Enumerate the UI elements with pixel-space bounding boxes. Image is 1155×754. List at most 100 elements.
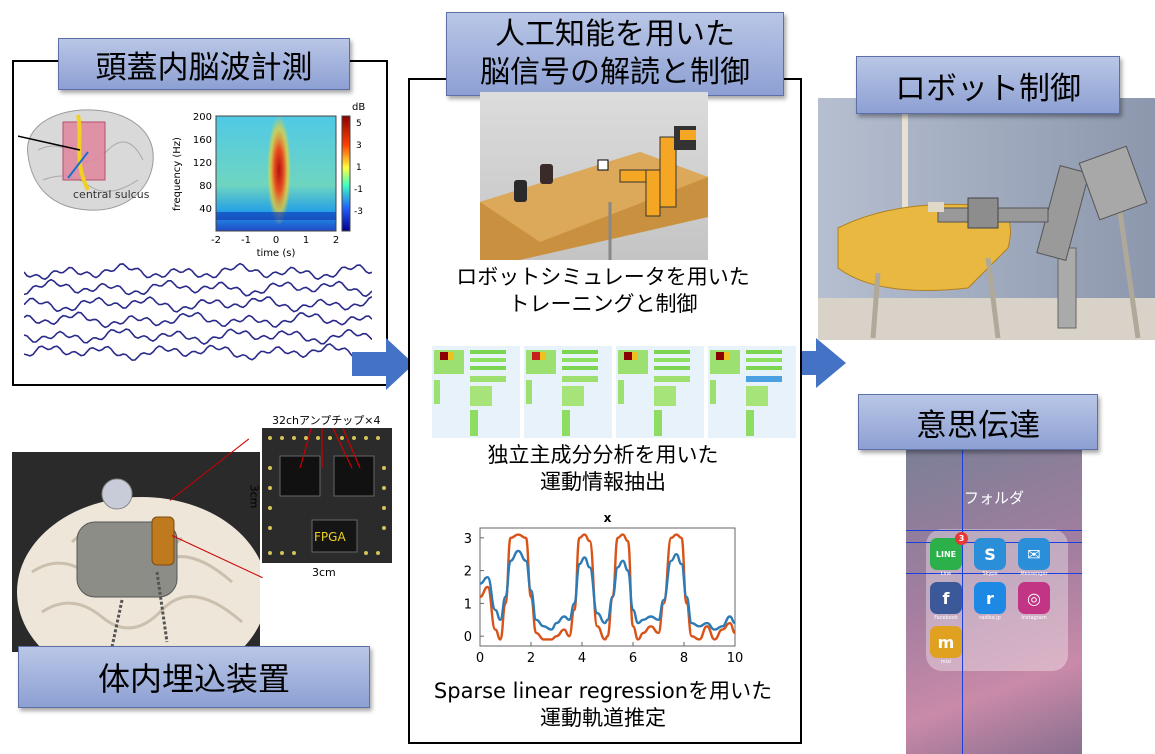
svg-text:-1: -1 bbox=[241, 235, 251, 246]
robot-arm bbox=[1036, 165, 1090, 261]
app-label: radiko.jp bbox=[979, 615, 1001, 621]
colorbar bbox=[341, 115, 351, 232]
chip-label: 32chアンプチップ×4 bbox=[272, 414, 381, 427]
svg-text:160: 160 bbox=[193, 135, 212, 146]
svg-text:-2: -2 bbox=[211, 235, 221, 246]
arrow-right-2 bbox=[778, 338, 846, 388]
app-label: Instagram bbox=[1021, 615, 1047, 621]
fpga-label: FPGA bbox=[314, 530, 346, 544]
y-tick-label: 3 bbox=[464, 532, 472, 547]
svg-text:40: 40 bbox=[199, 204, 212, 215]
grid-line-h3 bbox=[906, 573, 1082, 574]
chip-photo: FPGA bbox=[262, 428, 392, 563]
spectrogram: 200 160 120 80 40 -2 -1 0 1 2 time (s) f… bbox=[172, 102, 365, 259]
eeg-traces bbox=[24, 262, 372, 361]
ai-title: 人工知能を用いた 脳信号の解読と制御 bbox=[446, 12, 784, 96]
arrow-right-1 bbox=[352, 338, 414, 390]
robot-title: ロボット制御 bbox=[856, 56, 1120, 114]
app-label: Facebook bbox=[934, 615, 958, 621]
svg-text:1: 1 bbox=[356, 163, 362, 173]
ica-caption-line2: 運動情報抽出 bbox=[540, 470, 666, 494]
eeg-trace bbox=[24, 262, 372, 281]
y-tick-label: 1 bbox=[464, 597, 472, 612]
comm-title: 意思伝達 bbox=[858, 394, 1098, 450]
spectrogram-xlabel: time (s) bbox=[257, 248, 296, 259]
ica-caption: 独立主成分分析を用いた 運動情報抽出 bbox=[408, 442, 798, 496]
eeg-trace bbox=[24, 311, 372, 329]
y-tick-label: 2 bbox=[464, 565, 472, 580]
eeg-trace bbox=[24, 328, 372, 345]
sulcus-label: central sulcus bbox=[73, 188, 150, 201]
chart-title: x bbox=[604, 511, 612, 525]
sim-cylinder-1 bbox=[514, 180, 527, 202]
folder-label: フォルダ bbox=[963, 489, 1024, 507]
spectrogram-xticks: -2 -1 0 1 2 bbox=[211, 235, 339, 246]
ica-map bbox=[432, 346, 520, 438]
colorbar-unit: dB bbox=[352, 102, 365, 113]
notification-badge: 3 bbox=[955, 532, 968, 545]
grid-line-v1 bbox=[962, 445, 963, 754]
ica-maps bbox=[432, 346, 796, 438]
ica-map bbox=[708, 346, 796, 438]
spectrogram-yticks: 200 160 120 80 40 bbox=[193, 112, 212, 215]
chart-plot-area bbox=[479, 527, 736, 647]
chip-dim-horizontal: 3cm bbox=[312, 566, 336, 579]
ica-caption-line1: 独立主成分分析を用いた bbox=[487, 443, 719, 467]
svg-text:1: 1 bbox=[303, 235, 309, 246]
brain-grid-illustration: central sulcus bbox=[18, 109, 154, 211]
svg-text:-1: -1 bbox=[354, 185, 363, 195]
implant-photo bbox=[12, 452, 260, 652]
implant-title: 体内埋込装置 bbox=[18, 646, 370, 708]
svg-text:3: 3 bbox=[356, 141, 362, 151]
sim-caption: ロボットシミュレータを用いた トレーニングと制御 bbox=[408, 264, 798, 318]
series-line-blue bbox=[479, 549, 736, 631]
svg-text:200: 200 bbox=[193, 112, 212, 123]
sim-caption-line1: ロボットシミュレータを用いた bbox=[456, 265, 750, 289]
sim-caption-line2: トレーニングと制御 bbox=[508, 292, 698, 316]
spectrogram-ylabel: frequency (Hz) bbox=[172, 137, 183, 211]
robot-simulator-image bbox=[480, 92, 708, 260]
ica-map bbox=[616, 346, 704, 438]
sim-cylinder-2 bbox=[540, 164, 553, 184]
app-label: mixi bbox=[940, 659, 952, 665]
electrode-grid bbox=[62, 121, 106, 181]
grid-line-h1 bbox=[906, 530, 1082, 531]
x-tick-label: 10 bbox=[727, 651, 744, 666]
reg-caption-line1: Sparse linear regressionを用いた bbox=[433, 679, 773, 703]
x-tick-label: 6 bbox=[629, 651, 637, 666]
x-tick-label: 2 bbox=[527, 651, 535, 666]
svg-text:120: 120 bbox=[193, 158, 212, 169]
robot-photo bbox=[818, 98, 1155, 340]
svg-text:2: 2 bbox=[333, 235, 339, 246]
colorbar-ticks: 5 3 1 -1 -3 bbox=[354, 119, 363, 217]
y-tick-label: 0 bbox=[464, 630, 472, 645]
svg-text:-3: -3 bbox=[354, 207, 363, 217]
app-label: Skype bbox=[982, 571, 998, 577]
app-icon-messenger[interactable]: ✉Messenger bbox=[1018, 538, 1050, 577]
chip-dim-vertical: 3cm bbox=[247, 484, 261, 509]
regression-chart: x 0 2 4 6 8 10 0 1 2 3 bbox=[464, 511, 744, 666]
eeg-trace bbox=[24, 343, 372, 361]
svg-text:5: 5 bbox=[356, 119, 362, 129]
svg-text:0: 0 bbox=[273, 235, 279, 246]
eeg-trace bbox=[24, 278, 372, 298]
series-line-orange bbox=[479, 533, 736, 641]
app-icon-instagram[interactable]: ◎Instagram bbox=[1018, 582, 1050, 621]
x-tick-label: 8 bbox=[680, 651, 688, 666]
ai-title-line1: 人工知能を用いた bbox=[495, 17, 735, 52]
x-tick-label: 0 bbox=[476, 651, 484, 666]
app-label: Messenger bbox=[1020, 571, 1048, 577]
ieeg-title: 頭蓋内脳波計測 bbox=[58, 38, 350, 90]
x-tick-label: 4 bbox=[578, 651, 586, 666]
eeg-trace bbox=[24, 295, 372, 313]
reg-caption-line2: 運動軌道推定 bbox=[540, 706, 666, 730]
app-label: Line bbox=[940, 571, 952, 577]
ica-map bbox=[524, 346, 612, 438]
reg-caption: Sparse linear regressionを用いた 運動軌道推定 bbox=[408, 678, 798, 732]
svg-text:80: 80 bbox=[199, 181, 212, 192]
